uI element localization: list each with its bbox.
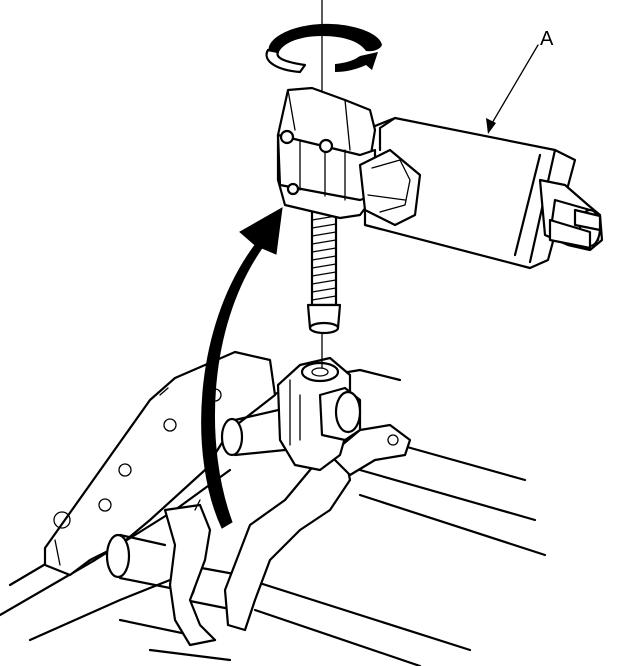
mounting-brackets xyxy=(163,423,412,647)
callout-a: A xyxy=(486,28,554,134)
threaded-spindle xyxy=(306,198,342,335)
rotation-arrow-icon xyxy=(265,23,382,74)
callout-a-label: A xyxy=(540,28,554,50)
mounting-bushing xyxy=(276,356,362,472)
actuator-motor-a xyxy=(276,86,604,335)
install-direction-arrow xyxy=(201,207,283,529)
lower-control-arm xyxy=(0,350,402,642)
